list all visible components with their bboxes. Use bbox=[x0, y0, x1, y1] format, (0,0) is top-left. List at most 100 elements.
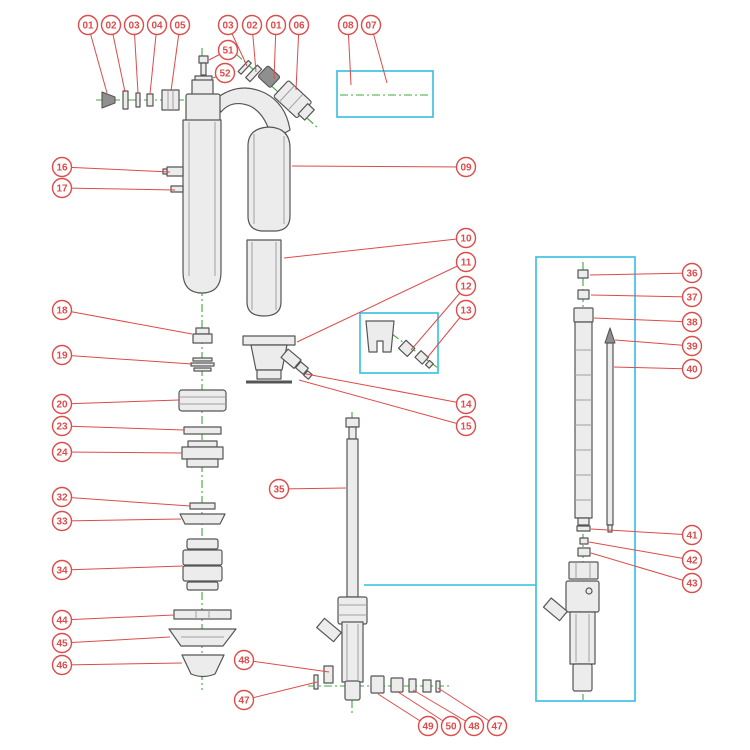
callout-45[interactable]: 45 bbox=[51, 632, 171, 654]
callout-03[interactable]: 03 bbox=[217, 14, 248, 67]
callout-number: 02 bbox=[105, 21, 117, 32]
leader-line bbox=[397, 691, 452, 727]
callout-bubble bbox=[123, 14, 145, 36]
leader-line bbox=[437, 687, 498, 727]
callout-12[interactable]: 12 bbox=[410, 275, 477, 351]
top-fastener-row bbox=[101, 89, 180, 111]
leader-line bbox=[593, 317, 693, 323]
callout-17[interactable]: 17 bbox=[51, 177, 176, 199]
callout-01[interactable]: 01 bbox=[77, 14, 108, 94]
callout-33[interactable]: 33 bbox=[51, 510, 182, 532]
callout-02[interactable]: 02 bbox=[241, 14, 263, 73]
part-44-washer bbox=[173, 609, 232, 620]
callout-14[interactable]: 14 bbox=[305, 373, 477, 415]
callout-42[interactable]: 42 bbox=[588, 541, 703, 571]
callout-23[interactable]: 23 bbox=[51, 415, 185, 437]
callout-49[interactable]: 49 bbox=[377, 693, 439, 737]
callout-number: 41 bbox=[686, 531, 698, 542]
callout-05[interactable]: 05 bbox=[169, 14, 191, 92]
callout-bubble bbox=[337, 14, 359, 36]
callout-44[interactable]: 44 bbox=[51, 609, 175, 631]
callout-41[interactable]: 41 bbox=[590, 524, 703, 546]
callout-number: 01 bbox=[82, 21, 94, 32]
callout-bubble bbox=[265, 14, 287, 36]
callout-04[interactable]: 04 bbox=[146, 14, 168, 95]
callout-number: 17 bbox=[56, 184, 68, 195]
leader-line bbox=[61, 166, 171, 173]
callout-bubble bbox=[51, 632, 73, 654]
callout-06[interactable]: 06 bbox=[288, 14, 310, 91]
leader-line bbox=[133, 24, 139, 94]
callout-38[interactable]: 38 bbox=[593, 311, 703, 333]
callout-47[interactable]: 47 bbox=[437, 687, 508, 737]
callout-bubble bbox=[51, 559, 73, 581]
callout-number: 35 bbox=[273, 485, 285, 496]
leader-line bbox=[61, 636, 171, 644]
leader-line bbox=[61, 354, 193, 365]
callout-03[interactable]: 03 bbox=[123, 14, 145, 94]
callout-46[interactable]: 46 bbox=[51, 654, 183, 676]
part-36-nut bbox=[577, 269, 589, 279]
callout-35[interactable]: 35 bbox=[268, 478, 347, 500]
callout-39[interactable]: 39 bbox=[614, 335, 703, 357]
part-34-bushing-stack bbox=[182, 538, 223, 591]
callout-bubble bbox=[51, 486, 73, 508]
callout-bubble bbox=[417, 715, 439, 737]
rod-taper bbox=[577, 517, 590, 526]
part-35-shaft-assembly bbox=[316, 417, 368, 701]
leader-line bbox=[61, 496, 191, 507]
leader-line bbox=[61, 425, 185, 431]
callout-bubble bbox=[360, 14, 382, 36]
callout-bubble bbox=[681, 358, 703, 380]
callout-number: 01 bbox=[270, 21, 282, 32]
leader-line bbox=[291, 165, 467, 168]
part-50-spacer bbox=[390, 677, 404, 693]
callout-bubble bbox=[241, 14, 263, 36]
callout-52[interactable]: 52 bbox=[212, 62, 236, 84]
callout-number: 40 bbox=[686, 365, 698, 376]
callout-bubble bbox=[51, 510, 73, 532]
callout-number: 02 bbox=[246, 21, 258, 32]
callout-08[interactable]: 08 bbox=[337, 14, 359, 86]
callout-24[interactable]: 24 bbox=[51, 441, 183, 463]
callout-48[interactable]: 48 bbox=[412, 689, 485, 737]
callout-bubble bbox=[681, 286, 703, 308]
callout-bubble bbox=[681, 572, 703, 594]
shock-body-assembly bbox=[162, 55, 315, 294]
callout-43[interactable]: 43 bbox=[590, 552, 703, 594]
callout-bubble bbox=[440, 715, 462, 737]
leader-line bbox=[61, 518, 182, 522]
part-47-washer-right bbox=[422, 679, 432, 693]
callout-bubble bbox=[146, 14, 168, 36]
callout-37[interactable]: 37 bbox=[590, 286, 703, 308]
callout-20[interactable]: 20 bbox=[51, 393, 180, 415]
part-15-washer bbox=[303, 370, 313, 380]
callout-10[interactable]: 10 bbox=[283, 227, 477, 259]
callout-15[interactable]: 15 bbox=[298, 379, 477, 437]
callout-13[interactable]: 13 bbox=[426, 299, 477, 359]
callout-07[interactable]: 07 bbox=[360, 14, 388, 84]
callout-11[interactable]: 11 bbox=[296, 251, 477, 343]
callout-47[interactable]: 47 bbox=[233, 681, 318, 711]
callout-50[interactable]: 50 bbox=[397, 691, 462, 737]
callout-bubble bbox=[51, 299, 73, 321]
callout-01[interactable]: 01 bbox=[265, 14, 287, 80]
shaft-rod bbox=[346, 438, 359, 598]
needle-rod-end bbox=[607, 524, 613, 533]
callout-19[interactable]: 19 bbox=[51, 344, 193, 366]
callout-51[interactable]: 51 bbox=[208, 39, 239, 61]
callout-09[interactable]: 09 bbox=[291, 156, 477, 178]
callout-36[interactable]: 36 bbox=[589, 262, 703, 284]
part-51-bleed-screw bbox=[198, 55, 209, 76]
callout-02[interactable]: 02 bbox=[100, 14, 126, 93]
callout-34[interactable]: 34 bbox=[51, 559, 184, 581]
callout-18[interactable]: 18 bbox=[51, 299, 193, 335]
callout-bubble bbox=[233, 689, 255, 711]
callout-16[interactable]: 16 bbox=[51, 156, 171, 178]
callout-number: 43 bbox=[686, 579, 698, 590]
callout-40[interactable]: 40 bbox=[613, 358, 703, 380]
callout-48[interactable]: 48 bbox=[233, 649, 330, 673]
callout-bubble bbox=[51, 177, 73, 199]
callout-bubble bbox=[681, 335, 703, 357]
callout-32[interactable]: 32 bbox=[51, 486, 191, 508]
